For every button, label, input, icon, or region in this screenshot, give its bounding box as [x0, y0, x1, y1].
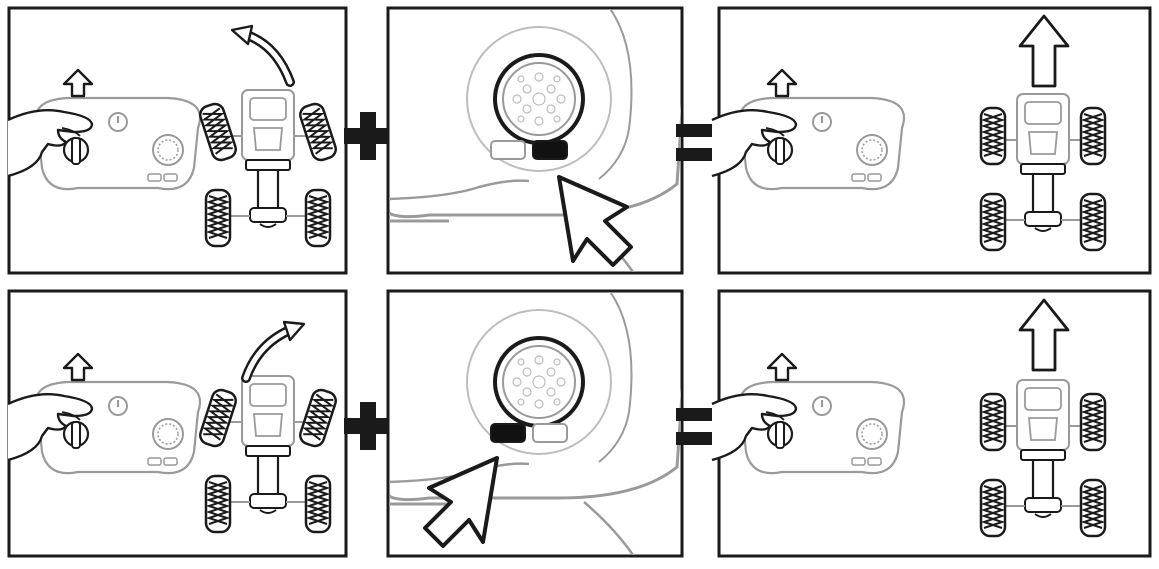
panel-result-truck-straight — [710, 6, 1152, 275]
panel-result-truck-straight — [710, 289, 1152, 558]
up-arrow-icon — [1018, 298, 1070, 372]
panel-closeup-left-trim-button — [386, 289, 684, 558]
row-bottom — [6, 289, 1152, 558]
up-arrow-icon — [1018, 14, 1070, 88]
curved-right-arrow-icon — [282, 320, 306, 342]
trim-button-left[interactable] — [490, 140, 526, 160]
panel-remote-truck-turning-right — [6, 289, 348, 558]
plus-icon — [344, 402, 392, 450]
curved-left-arrow-icon — [230, 24, 254, 46]
panel-remote-truck-turning-left — [6, 6, 348, 275]
trim-button-right[interactable] — [532, 423, 568, 443]
plus-icon — [344, 112, 392, 160]
panel-closeup-right-trim-button — [386, 6, 684, 275]
trim-button-left-highlighted[interactable] — [490, 423, 526, 443]
trim-button-right-highlighted[interactable] — [532, 140, 568, 160]
row-top — [6, 6, 1152, 275]
